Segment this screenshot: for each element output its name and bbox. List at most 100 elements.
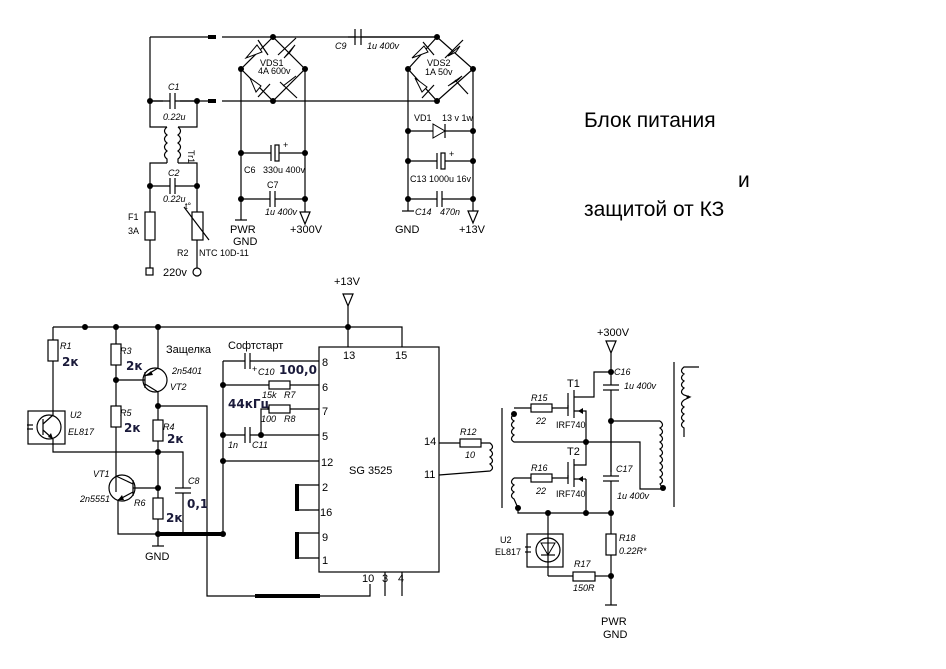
resistor-r16: R16 22: [514, 463, 569, 496]
c14-ref: C14: [415, 207, 432, 217]
terminal-l: [145, 267, 154, 276]
v300-label: +300V: [290, 224, 323, 236]
c2-ref: C2: [168, 168, 180, 178]
resistor-r6: R6 2к: [134, 488, 183, 534]
resistor-r4: R4 2к: [152, 406, 184, 452]
capacitor-c10: + C10 100,0: [223, 353, 319, 377]
pin-9: 9: [322, 532, 328, 544]
bridge-vds2: VDS2 1A 50v: [405, 34, 476, 104]
resistor-r17: R17 150R: [572, 559, 611, 593]
v13-terminal-icon: [342, 293, 354, 308]
gate-transformer-primary: [438, 442, 494, 476]
r3-ref: R3: [120, 346, 132, 356]
gnd-label: GND: [395, 224, 420, 236]
pin-14: 14: [424, 436, 436, 448]
resistor-r18: R18 0.22R*: [605, 513, 647, 605]
c10-polarity: +: [252, 364, 257, 374]
control-v13-label: +13V: [334, 276, 361, 288]
r1-value: 2к: [62, 355, 79, 369]
capacitor-c11: 1n C11: [223, 427, 319, 450]
r2-mark: t°: [185, 201, 192, 211]
resistor-r15: R15 22: [514, 393, 569, 426]
c7-value: 1u 400v: [265, 207, 298, 217]
pin-2: 2: [322, 482, 328, 494]
optocoupler-u2-led: U2 EL817: [495, 513, 564, 576]
output-pwr-gnd-label-1: PWR: [601, 616, 627, 628]
c9-value: 1u 400v: [367, 41, 400, 51]
pin-16: 16: [320, 507, 332, 519]
c6-value: 330u 400v: [263, 165, 306, 175]
tr1-ref: Tr1: [186, 150, 196, 163]
t2-value: IRF740: [556, 489, 586, 499]
v13-label: +13V: [459, 224, 486, 236]
c10-ref: C10: [258, 367, 275, 377]
wire: [407, 69, 474, 211]
pin-7: 7: [322, 406, 328, 418]
out-u2-ref: U2: [500, 535, 512, 545]
ic-name: SG 3525: [349, 465, 392, 477]
r15-value: 22: [535, 416, 546, 426]
vd1-ref: VD1: [414, 113, 432, 123]
c14-value: 470n: [440, 207, 460, 217]
ic-sg3525: SG 3525 13 15 8 6 7 5 12 2 16 9 1 14 11 …: [318, 346, 440, 596]
t1-ref: T1: [567, 378, 580, 390]
vt2-ref: VT2: [170, 382, 187, 392]
capacitor-c13: + C13 1000u 16v: [408, 149, 473, 184]
latch-label: Защелка: [166, 344, 212, 356]
c13-polarity: +: [449, 149, 454, 159]
pwr-gnd-label-2: GND: [233, 236, 258, 248]
resistor-r8: 100 R8: [260, 404, 319, 435]
f1-value: 3A: [128, 226, 139, 236]
vds1-ref: VDS1: [260, 58, 284, 68]
optocoupler-u2-transistor: U2 EL817: [27, 410, 95, 445]
pin-15: 15: [395, 350, 407, 362]
pin-1: 1: [322, 555, 328, 567]
power-section: C9 1u 400v C1 0.22u Tr1: [128, 29, 486, 279]
c16-ref: C16: [614, 367, 631, 377]
t2-ref: T2: [567, 446, 580, 458]
r17-value: 150R: [573, 583, 595, 593]
thermistor-r2: t° R2 NTC 10D-11: [177, 186, 249, 268]
title-line-3: защитой от КЗ: [584, 198, 724, 221]
c9-ref: C9: [335, 41, 347, 51]
c8-ref: C8: [188, 476, 200, 486]
softstart-label: Софтстарт: [228, 340, 283, 352]
v300-terminal-icon: [605, 340, 617, 355]
capacitor-c17: C17 1u 400v: [603, 421, 650, 513]
r1-ref: R1: [60, 341, 72, 351]
r5-value: 2к: [124, 421, 141, 435]
c6-polarity: +: [283, 140, 288, 150]
mosfet-t2: T2 IRF740: [556, 442, 587, 513]
vds2-ref: VDS2: [427, 58, 451, 68]
pin-11: 11: [424, 469, 435, 481]
wire: [149, 162, 198, 186]
pwr-gnd-label-1: PWR: [230, 224, 256, 236]
v300-terminal-icon: [299, 211, 311, 226]
r18-ref: R18: [619, 533, 636, 543]
wire: [158, 405, 371, 597]
transistor-vt1: VT1 2n5551: [79, 469, 158, 504]
r8-ref: R8: [284, 414, 296, 424]
pin-4: 4: [398, 573, 404, 585]
title-line-1: Блок питания: [584, 109, 716, 132]
transistor-vt2: 2n5401 VT2: [142, 327, 202, 406]
r4-value: 2к: [167, 432, 184, 446]
r17-ref: R17: [574, 559, 592, 569]
c1-ref: C1: [168, 82, 180, 92]
r18-value: 0.22R*: [619, 546, 647, 556]
frequency-label: 44кГц: [228, 397, 269, 411]
pin-10: 10: [362, 573, 374, 585]
t1-value: IRF740: [556, 420, 586, 430]
c11-ref: C11: [252, 440, 268, 450]
capacitor-c7: C7 1u 400v: [241, 180, 305, 217]
wire: [117, 500, 158, 535]
pin-6: 6: [322, 382, 328, 394]
c11-value: 1n: [228, 440, 238, 450]
c1-value: 0.22u: [163, 112, 186, 122]
wire: [583, 353, 612, 398]
c8-value: 0,1: [187, 497, 208, 511]
r3-value: 2к: [126, 359, 143, 373]
r4-ref: R4: [163, 422, 175, 432]
r2-value: NTC 10D-11: [199, 248, 249, 258]
pin-5: 5: [322, 431, 328, 443]
